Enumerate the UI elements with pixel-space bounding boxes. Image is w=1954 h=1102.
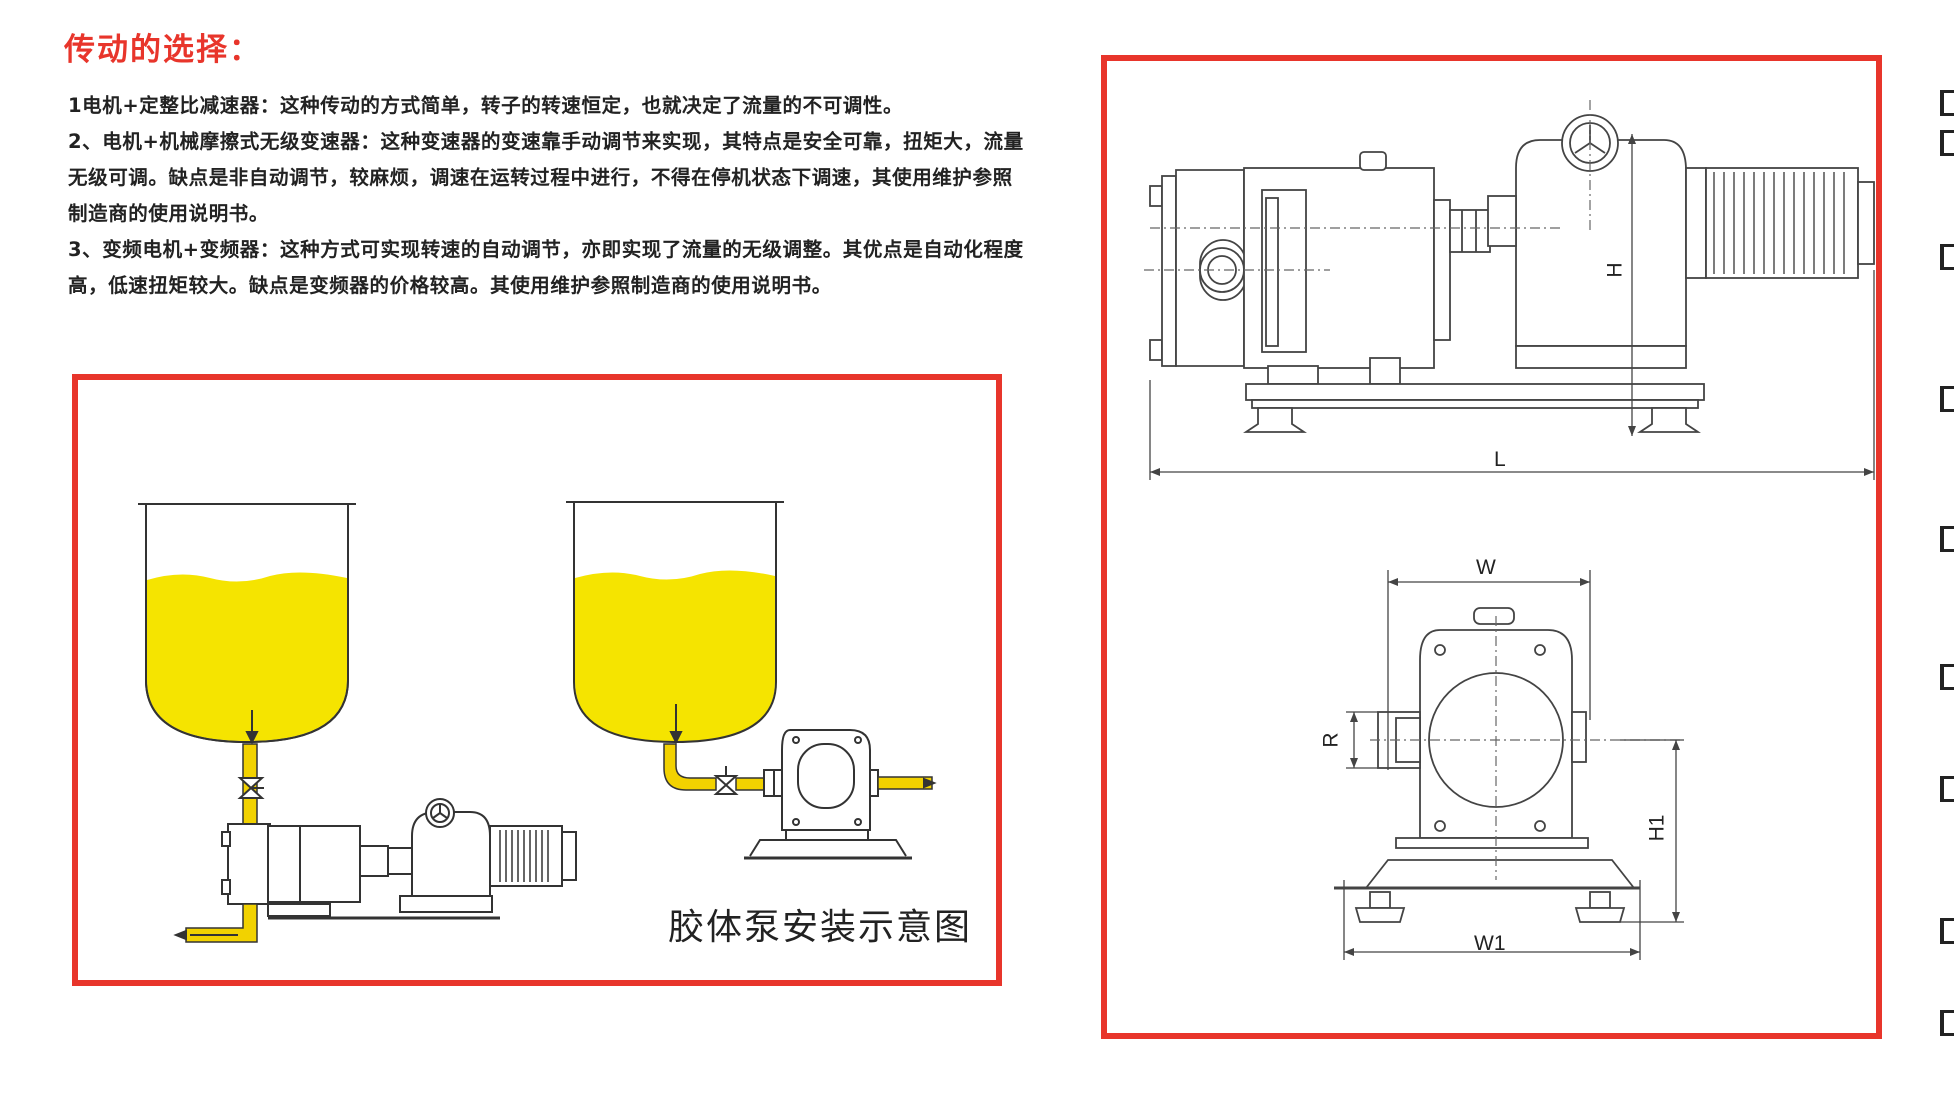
binding-mark <box>1940 526 1954 552</box>
binding-mark <box>1940 664 1954 690</box>
tank-right <box>566 501 784 745</box>
dim-label-L: L <box>1494 448 1506 471</box>
dim-label-R: R <box>1319 732 1343 748</box>
dim-label-W: W <box>1476 556 1496 579</box>
tank-right-fluid <box>575 570 775 742</box>
install-caption: 胶体泵安装示意图 <box>668 907 973 948</box>
pump-left <box>221 798 577 920</box>
binding-mark <box>1940 918 1954 944</box>
binding-mark <box>1940 1010 1954 1036</box>
paragraph-2: 2、电机+机械摩擦式无级变速器：这种变速器的变速靠手动调节来实现，其特点是安全可… <box>68 130 1024 225</box>
binding-mark <box>1940 386 1954 412</box>
binding-mark <box>1940 90 1954 116</box>
tank-left <box>138 503 356 745</box>
description-text: 1电机+定整比减速器：这种传动的方式简单，转子的转速恒定，也就决定了流量的不可调… <box>68 88 1028 304</box>
paragraph-3: 3、变频电机+变频器：这种方式可实现转速的自动调节，亦即实现了流量的无级调整。其… <box>68 238 1024 297</box>
dim-label-W1: W1 <box>1474 932 1506 955</box>
tank-left-fluid <box>147 572 347 741</box>
section-heading: 传动的选择： <box>64 32 262 68</box>
binding-mark <box>1940 244 1954 270</box>
paragraph-1: 1电机+定整比减速器：这种传动的方式简单，转子的转速恒定，也就决定了流量的不可调… <box>68 94 904 117</box>
binding-mark <box>1940 776 1954 802</box>
binding-mark <box>1940 130 1954 156</box>
dim-label-H1: H1 <box>1645 814 1669 842</box>
